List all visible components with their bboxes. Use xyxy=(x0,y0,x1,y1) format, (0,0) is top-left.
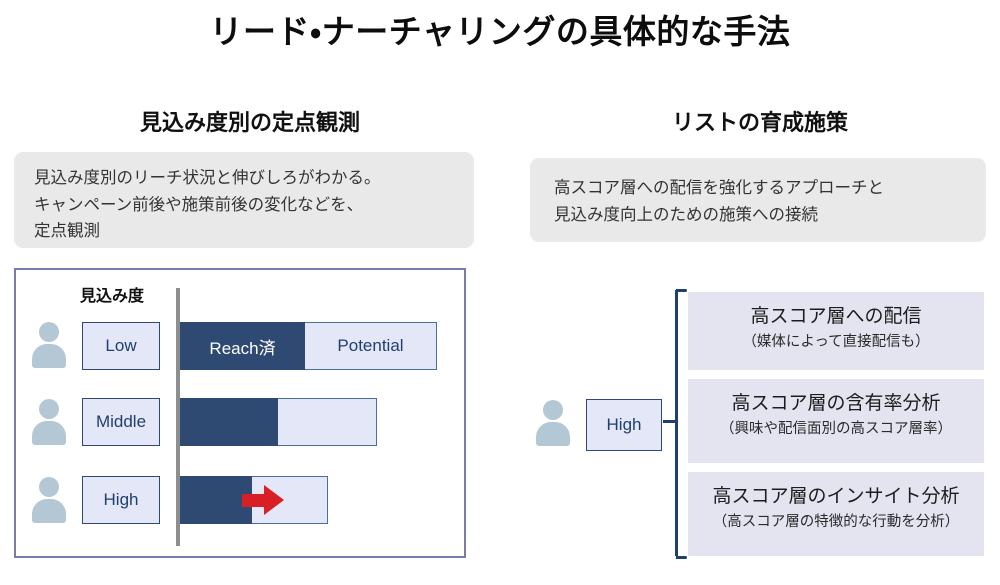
action-box-title: 高スコア層の含有率分析 xyxy=(731,393,941,414)
growth-arrow-head xyxy=(264,485,284,515)
description-box-right: 高スコア層への配信を強化するアプローチと 見込み度向上のための施策への接続 xyxy=(530,158,986,242)
bracket-icon xyxy=(663,286,687,560)
tier-chip-high-right[interactable]: High xyxy=(586,399,662,451)
bar-segment-potential xyxy=(252,476,328,524)
action-box-delivery[interactable]: 高スコア層への配信 （媒体によって直接配信も） xyxy=(688,292,984,370)
person-icon-body xyxy=(32,499,66,523)
description-line: 高スコア層への配信を強化するアプローチと xyxy=(554,179,884,197)
action-box-subtitle: （媒体によって直接配信も） xyxy=(742,333,930,350)
action-box-subtitle: （高スコア層の特徴的な行動を分析） xyxy=(712,513,960,530)
person-icon-body xyxy=(32,421,66,445)
bar-segment-potential: Potential xyxy=(305,322,437,370)
tier-chip-middle[interactable]: Middle xyxy=(82,398,160,446)
page-title: リード・ナーチャリングの具体的な手法 xyxy=(209,13,791,50)
person-icon xyxy=(534,400,572,446)
tier-chip-label: Low xyxy=(105,336,137,355)
tier-chip-label: High xyxy=(606,415,642,434)
bar-row-low: Reach済 Potential xyxy=(180,322,437,370)
bar-segment-label-potential: Potential xyxy=(337,336,404,355)
action-box-subtitle: （興味や配信面別の高スコア層率） xyxy=(720,420,952,437)
description-line: 見込み度向上のための施策への接続 xyxy=(554,205,818,224)
bracket-arm-top xyxy=(676,289,687,292)
section-heading-left: 見込み度別の定点観測 xyxy=(139,110,360,135)
person-icon-head xyxy=(39,399,59,419)
person-icon xyxy=(30,322,68,368)
action-box-insight-analysis[interactable]: 高スコア層のインサイト分析 （高スコア層の特徴的な行動を分析） xyxy=(688,472,984,556)
bar-segment-reached xyxy=(180,398,278,446)
bracket-arm-bottom xyxy=(676,556,687,559)
person-icon-head xyxy=(39,322,59,342)
tier-chip-label: Middle xyxy=(95,412,147,431)
chart-axis-title: 見込み度 xyxy=(80,288,145,305)
person-icon-head xyxy=(39,477,59,497)
person-icon-head xyxy=(543,400,563,420)
bar-row-high xyxy=(180,476,328,524)
chart-axis-line xyxy=(176,288,180,546)
action-box-ratio-analysis[interactable]: 高スコア層の含有率分析 （興味や配信面別の高スコア層率） xyxy=(688,379,984,463)
bar-segment-potential xyxy=(278,398,377,446)
description-box-left: 見込み度別のリーチ状況と伸びしろがわかる。 キャンペーン前後や施策前後の変化など… xyxy=(14,152,474,248)
description-line: 定点観測 xyxy=(34,222,100,241)
action-box-title: 高スコア層のインサイト分析 xyxy=(712,486,960,507)
description-line: キャンペーン前後や施策前後の変化などを、 xyxy=(34,195,364,214)
bar-row-middle xyxy=(180,398,377,446)
person-icon-body xyxy=(536,422,570,446)
person-icon-body xyxy=(32,344,66,368)
growth-arrow-icon xyxy=(242,485,284,515)
bar-segment-reached: Reach済 xyxy=(180,322,305,370)
bracket-tick xyxy=(663,420,677,423)
bracket-spine xyxy=(675,290,678,556)
tier-chip-low[interactable]: Low xyxy=(82,322,160,370)
tier-chip-label: High xyxy=(103,490,139,509)
section-heading-right: リストの育成施策 xyxy=(671,110,848,135)
bar-segment-label-reached: Reach済 xyxy=(209,338,276,358)
description-line: 見込み度別のリーチ状況と伸びしろがわかる。 xyxy=(34,169,381,187)
growth-arrow-shaft xyxy=(242,494,266,507)
person-icon xyxy=(30,477,68,523)
bar-segment-reached xyxy=(180,476,252,524)
tier-chip-high[interactable]: High xyxy=(82,476,160,524)
action-box-title: 高スコア層への配信 xyxy=(750,306,922,327)
person-icon xyxy=(30,399,68,445)
